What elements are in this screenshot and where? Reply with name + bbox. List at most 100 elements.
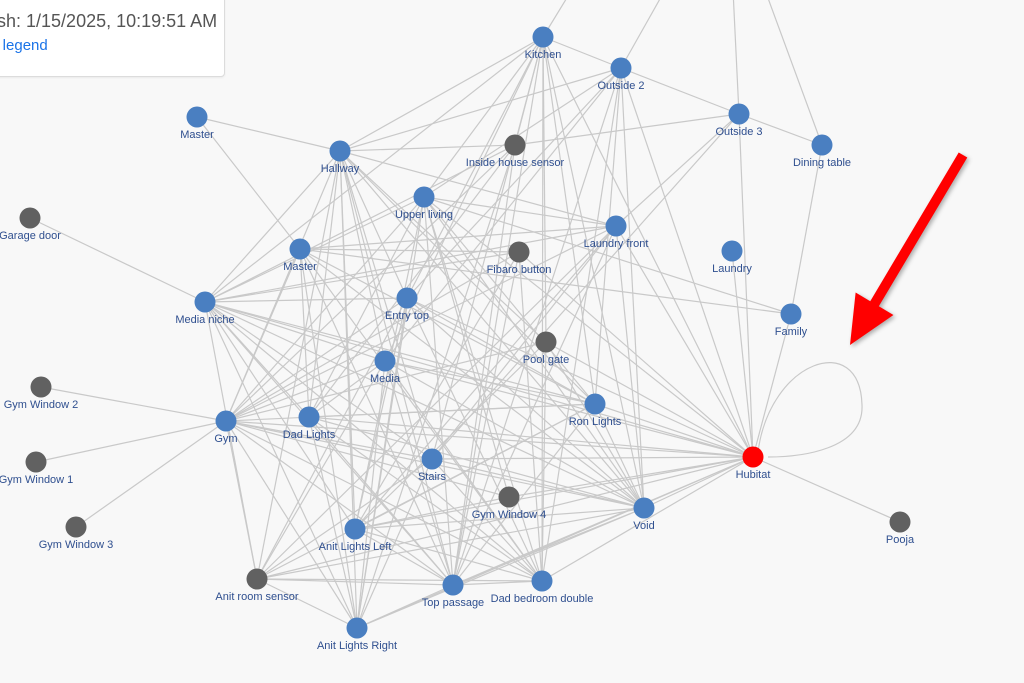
node-media[interactable]: Media bbox=[370, 350, 401, 386]
node-garage[interactable]: Garage door bbox=[0, 207, 61, 243]
node-gymw4[interactable]: Gym Window 4 bbox=[472, 486, 547, 522]
sensor-node-circle[interactable] bbox=[65, 516, 87, 538]
node-dining[interactable]: Dining table bbox=[793, 134, 851, 170]
device-node-circle[interactable] bbox=[811, 134, 833, 156]
node-dadlights[interactable]: Dad Lights bbox=[283, 406, 336, 442]
device-node-circle[interactable] bbox=[442, 574, 464, 596]
node-void[interactable]: Void bbox=[633, 497, 655, 533]
edge-hubitat-anitright bbox=[356, 456, 754, 629]
edge-hubitat-anitleft bbox=[354, 456, 754, 530]
edge-hallway-poolgate bbox=[339, 150, 547, 343]
device-node-circle[interactable] bbox=[344, 518, 366, 540]
edge-kitchen-insidesensor bbox=[514, 36, 544, 146]
device-node-circle[interactable] bbox=[346, 617, 368, 639]
sensor-node-circle[interactable] bbox=[535, 331, 557, 353]
sensor-node-circle[interactable] bbox=[498, 486, 520, 508]
edge-master1-hallway bbox=[196, 116, 341, 152]
chart-legend-link[interactable]: art legend bbox=[0, 37, 48, 54]
device-node-circle[interactable] bbox=[289, 238, 311, 260]
device-node-circle[interactable] bbox=[780, 303, 802, 325]
device-node-circle[interactable] bbox=[531, 570, 553, 592]
node-toppassage[interactable]: Top passage bbox=[422, 574, 484, 610]
node-dadbedroom[interactable]: Dad bedroom double bbox=[491, 570, 594, 606]
node-gymw2[interactable]: Gym Window 2 bbox=[4, 376, 79, 412]
edge-hallway-entrytop bbox=[339, 150, 408, 299]
edge-dadlights-void bbox=[308, 416, 645, 509]
edge-dadlights-dadbedroom bbox=[308, 416, 543, 582]
device-node-circle[interactable] bbox=[610, 57, 632, 79]
node-poolgate[interactable]: Pool gate bbox=[523, 331, 569, 367]
device-node-circle[interactable] bbox=[584, 393, 606, 415]
node-anitsensor[interactable]: Anit room sensor bbox=[215, 568, 299, 604]
node-anitleft[interactable]: Anit Lights Left bbox=[319, 518, 392, 554]
edge-medianiche-dadbedroom bbox=[204, 301, 543, 582]
edge-void-anitright bbox=[356, 507, 645, 629]
node-outside3[interactable]: Outside 3 bbox=[715, 103, 763, 139]
node-laundry[interactable]: Laundry bbox=[712, 240, 752, 276]
sensor-node-circle[interactable] bbox=[504, 134, 526, 156]
node-stairs[interactable]: Stairs bbox=[418, 448, 447, 484]
node-gymw1[interactable]: Gym Window 1 bbox=[0, 451, 73, 487]
node-gymw3[interactable]: Gym Window 3 bbox=[39, 516, 114, 552]
edge-outside2-dadbedroom bbox=[541, 67, 622, 582]
node-label: Media bbox=[370, 373, 401, 385]
device-node-circle[interactable] bbox=[413, 186, 435, 208]
device-node-circle[interactable] bbox=[532, 26, 554, 48]
device-node-circle[interactable] bbox=[194, 291, 216, 313]
device-node-circle[interactable] bbox=[605, 215, 627, 237]
edge-kitchen-ronlights bbox=[542, 36, 596, 405]
device-node-circle[interactable] bbox=[633, 497, 655, 519]
device-node-circle[interactable] bbox=[374, 350, 396, 372]
node-ronlights[interactable]: Ron Lights bbox=[569, 393, 622, 429]
edge-gym-anitright bbox=[225, 420, 358, 629]
device-node-circle[interactable] bbox=[396, 287, 418, 309]
node-pooja[interactable]: Pooja bbox=[886, 511, 915, 547]
node-label: Gym bbox=[214, 433, 237, 445]
device-node-circle[interactable] bbox=[215, 410, 237, 432]
edge-medianiche-entrytop bbox=[204, 297, 408, 303]
edge-master2-anitright bbox=[299, 248, 358, 629]
hub-node-circle[interactable] bbox=[742, 446, 764, 468]
edge-medianiche-dadlights bbox=[204, 301, 310, 418]
device-node-circle[interactable] bbox=[421, 448, 443, 470]
node-laundryfront[interactable]: Laundry front bbox=[584, 215, 649, 251]
node-fibaro[interactable]: Fibaro button bbox=[487, 241, 552, 277]
edge-medianiche-void bbox=[204, 301, 645, 509]
edge-hubitat-entrytop bbox=[406, 297, 754, 458]
node-label: Gym Window 3 bbox=[39, 539, 114, 551]
edge-master2-toppassage bbox=[299, 248, 454, 586]
device-node-circle[interactable] bbox=[721, 240, 743, 262]
sensor-node-circle[interactable] bbox=[508, 241, 530, 263]
edge-outside2-media bbox=[384, 67, 622, 362]
sensor-node-circle[interactable] bbox=[30, 376, 52, 398]
node-label: Entry top bbox=[385, 310, 429, 322]
node-hubitat[interactable]: Hubitat bbox=[736, 446, 771, 482]
node-outside2[interactable]: Outside 2 bbox=[597, 57, 645, 93]
device-node-circle[interactable] bbox=[298, 406, 320, 428]
node-hallway[interactable]: Hallway bbox=[321, 140, 360, 176]
node-kitchen[interactable]: Kitchen bbox=[525, 26, 562, 62]
node-entrytop[interactable]: Entry top bbox=[385, 287, 429, 323]
node-label: Void bbox=[633, 520, 654, 532]
edge-entrytop-dadbedroom bbox=[406, 297, 543, 582]
node-family[interactable]: Family bbox=[775, 303, 808, 339]
node-label: Anit room sensor bbox=[215, 591, 298, 603]
edge-dining-family bbox=[790, 144, 823, 315]
node-upperliving[interactable]: Upper living bbox=[395, 186, 453, 222]
edge-poolgate-gym bbox=[225, 341, 547, 422]
edge-anitright-toppassage bbox=[356, 584, 454, 629]
node-gym[interactable]: Gym bbox=[214, 410, 238, 446]
sensor-node-circle[interactable] bbox=[889, 511, 911, 533]
node-master2[interactable]: Master bbox=[283, 238, 317, 274]
node-master1[interactable]: Master bbox=[180, 106, 214, 142]
device-node-circle[interactable] bbox=[329, 140, 351, 162]
sensor-node-circle[interactable] bbox=[246, 568, 268, 590]
node-medianiche[interactable]: Media niche bbox=[175, 291, 235, 327]
sensor-node-circle[interactable] bbox=[25, 451, 47, 473]
node-anitright[interactable]: Anit Lights Right bbox=[317, 617, 397, 653]
node-insidesensor[interactable]: Inside house sensor bbox=[466, 134, 565, 170]
device-node-circle[interactable] bbox=[186, 106, 208, 128]
device-node-circle[interactable] bbox=[728, 103, 750, 125]
sensor-node-circle[interactable] bbox=[19, 207, 41, 229]
